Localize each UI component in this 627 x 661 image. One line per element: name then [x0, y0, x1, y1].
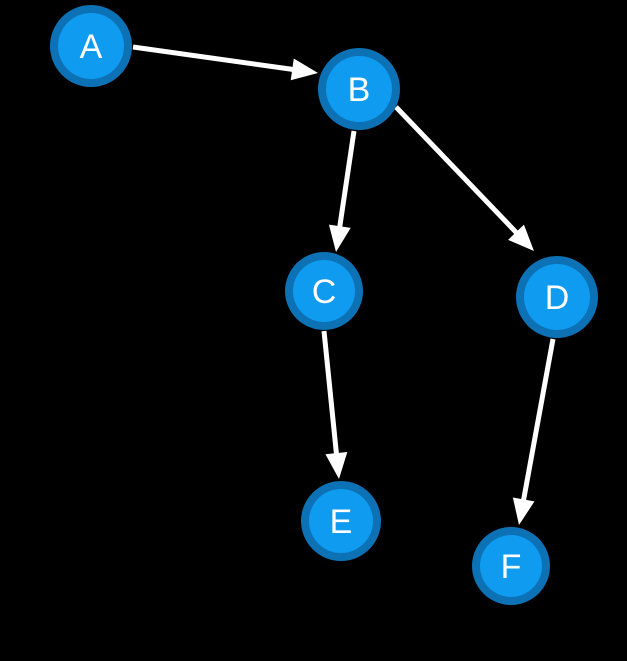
edge-line	[321, 330, 340, 456]
edge-a-b	[132, 44, 318, 81]
node-label: A	[80, 28, 103, 66]
graph-node-c[interactable]: C	[285, 252, 363, 330]
edges-layer	[132, 44, 556, 525]
node-core	[293, 260, 355, 322]
node-label: F	[501, 548, 522, 586]
node-label: D	[545, 279, 570, 317]
edge-line	[132, 44, 295, 73]
graph-node-a[interactable]: A	[50, 5, 132, 87]
graph-node-b[interactable]: B	[318, 48, 400, 130]
arrowhead-icon	[325, 452, 348, 479]
graph-node-e[interactable]: E	[301, 481, 381, 561]
edge-line	[394, 105, 520, 236]
node-core	[309, 489, 373, 553]
node-core	[326, 56, 392, 122]
node-core	[524, 264, 590, 330]
arrowhead-icon	[328, 224, 351, 252]
arrowhead-icon	[512, 497, 535, 525]
node-label: B	[348, 71, 371, 109]
edge-line	[520, 338, 556, 502]
node-label: E	[330, 503, 353, 541]
edge-d-f	[512, 338, 556, 525]
edge-b-c	[328, 130, 357, 252]
graph-node-d[interactable]: D	[516, 256, 598, 338]
node-core	[58, 13, 124, 79]
graph-node-f[interactable]: F	[472, 527, 550, 605]
nodes-layer: A B C D E F	[50, 5, 598, 605]
arrowhead-icon	[290, 58, 318, 81]
edge-b-d	[394, 105, 534, 251]
arrowhead-icon	[508, 224, 534, 251]
node-core	[480, 535, 542, 597]
edge-c-e	[321, 330, 348, 479]
node-label: C	[312, 273, 337, 311]
edge-line	[337, 130, 357, 229]
